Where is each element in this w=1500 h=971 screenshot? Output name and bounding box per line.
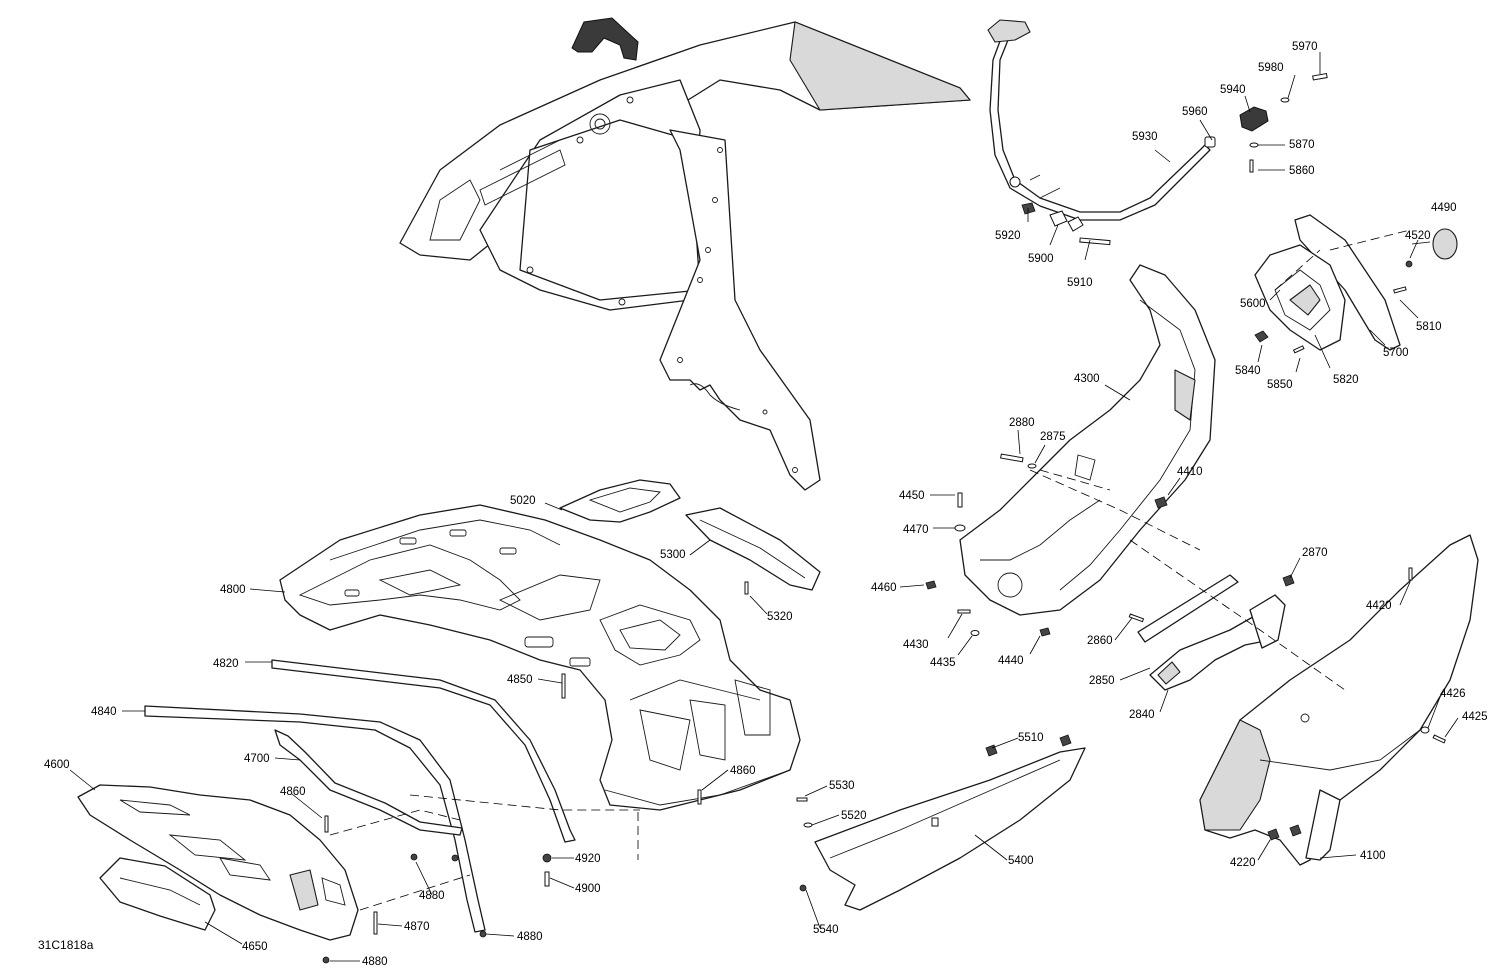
callout-4460: 4460 [871, 582, 897, 594]
callout-4880-middle: 4880 [517, 931, 543, 943]
callout-5910: 5910 [1067, 277, 1093, 289]
callout-4430: 4430 [903, 639, 929, 651]
headlight-assembly-part [1254, 214, 1458, 354]
cover-5300-part [685, 507, 821, 595]
rail-4840-part [144, 705, 486, 933]
callout-4820: 4820 [213, 658, 239, 670]
callout-4920: 4920 [575, 853, 601, 865]
callout-4100: 4100 [1360, 850, 1386, 862]
callout-4425: 4425 [1462, 711, 1488, 723]
callout-5400: 5400 [1008, 855, 1034, 867]
callout-4860-right: 4860 [730, 765, 756, 777]
front-fender-part [399, 17, 971, 491]
callout-4650: 4650 [242, 941, 268, 953]
rail-4820-part [271, 659, 576, 843]
callout-5520: 5520 [841, 810, 867, 822]
callout-4300: 4300 [1074, 373, 1100, 385]
callout-labels: 5970 5980 5940 5960 5930 5870 5860 5920 … [44, 41, 1488, 968]
callout-5320: 5320 [767, 611, 793, 623]
callout-5530: 5530 [829, 780, 855, 792]
callout-5930: 5930 [1132, 131, 1158, 143]
callout-2875: 2875 [1040, 431, 1066, 443]
callout-2840: 2840 [1129, 709, 1155, 721]
callout-5840: 5840 [1235, 365, 1261, 377]
callout-5300: 5300 [660, 549, 686, 561]
hand-bar-fasteners [1021, 73, 1328, 246]
fender-fasteners-left [925, 453, 1051, 637]
callout-4426: 4426 [1440, 688, 1466, 700]
callout-5940: 5940 [1220, 84, 1246, 96]
callout-2850: 2850 [1089, 675, 1115, 687]
rail-4700-part [274, 729, 463, 836]
callout-5020: 5020 [510, 495, 536, 507]
callout-4435: 4435 [930, 657, 956, 669]
callout-4220: 4220 [1230, 857, 1256, 869]
callout-4700: 4700 [244, 753, 270, 765]
front-rack-part [279, 504, 801, 811]
callout-4850: 4850 [507, 674, 533, 686]
callout-5820: 5820 [1333, 374, 1359, 386]
callout-2870: 2870 [1302, 547, 1328, 559]
side-panel-part [1199, 534, 1479, 866]
callout-5510: 5510 [1018, 732, 1044, 744]
rack-fasteners [561, 673, 702, 805]
callout-4870: 4870 [404, 921, 430, 933]
leader-lines [69, 52, 1459, 962]
callout-4880-upper: 4880 [419, 890, 445, 902]
callout-5860: 5860 [1289, 165, 1315, 177]
callout-4450: 4450 [899, 490, 925, 502]
inner-fender-part [959, 264, 1216, 616]
callout-5920: 5920 [995, 230, 1021, 242]
callout-4440: 4440 [998, 655, 1024, 667]
callout-4490: 4490 [1431, 202, 1457, 214]
assembly-lines [329, 229, 1411, 911]
panel-fasteners [322, 853, 552, 964]
callout-4520: 4520 [1405, 230, 1431, 242]
callout-5850: 5850 [1267, 379, 1293, 391]
callout-4840: 4840 [91, 706, 117, 718]
drawing-id-label: 31C1818a [38, 938, 94, 952]
callout-5970: 5970 [1292, 41, 1318, 53]
rack-insert-part [559, 479, 681, 523]
callout-5540: 5540 [813, 924, 839, 936]
callout-5980: 5980 [1258, 62, 1284, 74]
callout-4800: 4800 [220, 584, 246, 596]
callout-5700: 5700 [1383, 347, 1409, 359]
callout-5900: 5900 [1028, 253, 1054, 265]
callout-5870: 5870 [1289, 139, 1315, 151]
callout-5960: 5960 [1182, 106, 1208, 118]
callout-4470: 4470 [903, 524, 929, 536]
callout-4880-lower: 4880 [362, 956, 388, 968]
splash-guard-part [796, 734, 1086, 911]
callout-4860-left: 4860 [280, 786, 306, 798]
hand-bar-part [987, 19, 1211, 221]
callout-5600: 5600 [1240, 298, 1266, 310]
panel-4650-part [99, 857, 216, 931]
callout-2860: 2860 [1087, 635, 1113, 647]
callout-4410: 4410 [1177, 466, 1203, 478]
callout-5810: 5810 [1416, 321, 1442, 333]
panel-4600-part [77, 784, 359, 941]
callout-4420: 4420 [1366, 600, 1392, 612]
callout-4600: 4600 [44, 759, 70, 771]
callout-2880: 2880 [1009, 417, 1035, 429]
callout-4900: 4900 [575, 883, 601, 895]
bracket-part [1128, 574, 1295, 691]
